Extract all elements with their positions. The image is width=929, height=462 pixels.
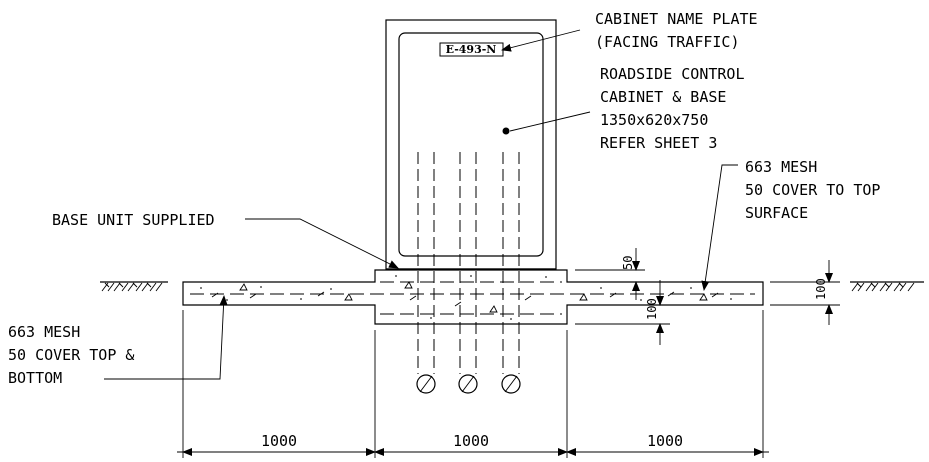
dim-span-right-text: 1000 bbox=[647, 432, 683, 450]
cabinet-label-line4: REFER SHEET 3 bbox=[600, 134, 717, 152]
name-plate-text: E-493-N bbox=[446, 43, 497, 56]
cabinet-marker-dot bbox=[502, 127, 510, 135]
cabinet-leader bbox=[509, 111, 591, 132]
nameplate-label-line2: (FACING TRAFFIC) bbox=[595, 33, 740, 51]
mesh-top-label-line2: 50 COVER TO TOP bbox=[745, 181, 880, 199]
dim-thick-100-right: 100 bbox=[770, 260, 840, 325]
nameplate-label-line1: CABINET NAME PLATE bbox=[595, 10, 758, 28]
cabinet-label-line2: CABINET & BASE bbox=[600, 88, 726, 106]
dim-cover-50-text: 50 bbox=[621, 256, 635, 270]
mesh-left-label-line1: 663 MESH bbox=[8, 323, 80, 341]
nameplate-leader bbox=[501, 29, 581, 52]
dim-thick-100-mid-text: 100 bbox=[645, 298, 659, 320]
base-unit-label: BASE UNIT SUPPLIED bbox=[52, 211, 215, 229]
control-cabinet bbox=[385, 19, 557, 270]
ground-hatch-right bbox=[850, 281, 924, 292]
dim-thick-100-right-text: 100 bbox=[814, 278, 828, 300]
cabinet-label: ROADSIDE CONTROL CABINET & BASE 1350x620… bbox=[600, 65, 745, 152]
mesh-left-label-line2: 50 COVER TOP & bbox=[8, 346, 134, 364]
base-unit-leader bbox=[245, 218, 399, 269]
nameplate-label: CABINET NAME PLATE (FACING TRAFFIC) bbox=[595, 10, 758, 51]
mesh-left-label-line3: BOTTOM bbox=[8, 369, 62, 387]
dim-cover-50: 50 bbox=[575, 248, 645, 300]
mesh-top-label-line1: 663 MESH bbox=[745, 158, 817, 176]
dim-thick-100-mid: 100 bbox=[575, 280, 670, 345]
dim-span-mid-text: 1000 bbox=[453, 432, 489, 450]
dim-chain: 1000 1000 1000 bbox=[177, 310, 769, 458]
cabinet-label-line3: 1350x620x750 bbox=[600, 111, 708, 129]
name-plate: E-493-N bbox=[439, 42, 504, 57]
dim-span-left-text: 1000 bbox=[261, 432, 297, 450]
ground-hatch-left bbox=[100, 281, 168, 292]
concrete-slab bbox=[182, 269, 764, 325]
mesh-top-label-line3: SURFACE bbox=[745, 204, 808, 222]
cabinet-label-line1: ROADSIDE CONTROL bbox=[600, 65, 745, 83]
mesh-left-label: 663 MESH 50 COVER TOP & BOTTOM bbox=[8, 323, 134, 387]
mesh-top-label: 663 MESH 50 COVER TO TOP SURFACE bbox=[745, 158, 880, 222]
conduits bbox=[416, 152, 521, 394]
mesh-top-leader bbox=[701, 164, 738, 291]
mesh-left-leader bbox=[104, 295, 228, 380]
